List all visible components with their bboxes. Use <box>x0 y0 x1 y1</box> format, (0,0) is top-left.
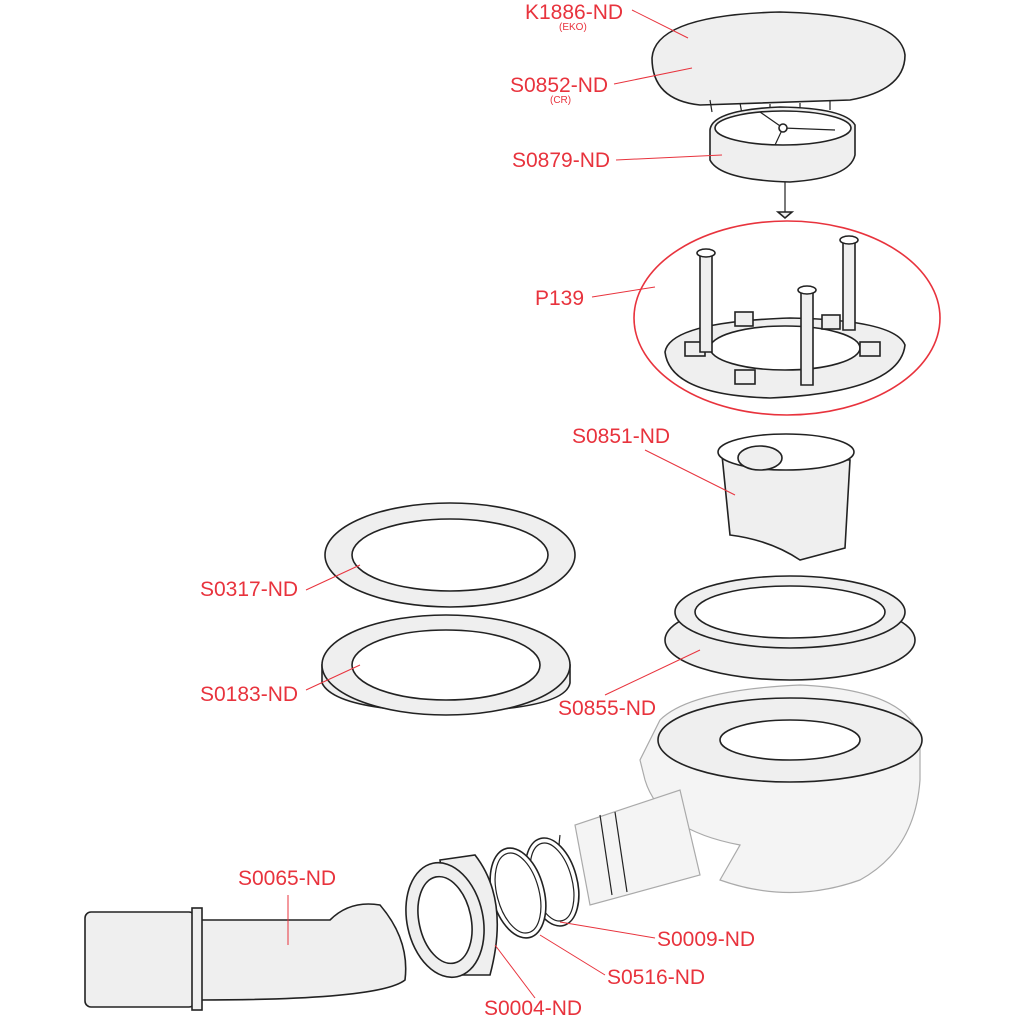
label-s0004: S0004-ND <box>484 997 582 1020</box>
union-nut <box>405 854 499 979</box>
label-s0516: S0516-ND <box>607 966 705 989</box>
drain-nut <box>664 575 916 681</box>
label-s0852: S0852-ND <box>510 74 608 97</box>
label-s0009: S0009-ND <box>657 928 755 951</box>
label-s0317: S0317-ND <box>200 578 298 601</box>
highlight-ellipse <box>633 220 941 416</box>
elbow-pipe <box>84 903 407 1011</box>
grate-insert <box>709 106 856 220</box>
label-s0855: S0855-ND <box>558 697 656 720</box>
trap-body <box>558 684 923 911</box>
label-k1886-note: (EKO) <box>559 22 587 33</box>
odour-trap-insert <box>717 433 855 561</box>
label-k1886: K1886-ND <box>525 1 623 24</box>
leader-lines <box>287 9 736 999</box>
label-s0851: S0851-ND <box>572 425 670 448</box>
thick-gasket <box>321 614 571 716</box>
label-s0183: S0183-ND <box>200 683 298 706</box>
flat-gasket <box>324 502 576 608</box>
cover-plate <box>651 11 906 116</box>
label-p139: P139 <box>535 287 584 310</box>
label-s0879: S0879-ND <box>512 149 610 172</box>
mounting-ring-kit <box>633 220 941 416</box>
label-s0852-note: (CR) <box>550 95 571 106</box>
label-s0065: S0065-ND <box>238 867 336 890</box>
